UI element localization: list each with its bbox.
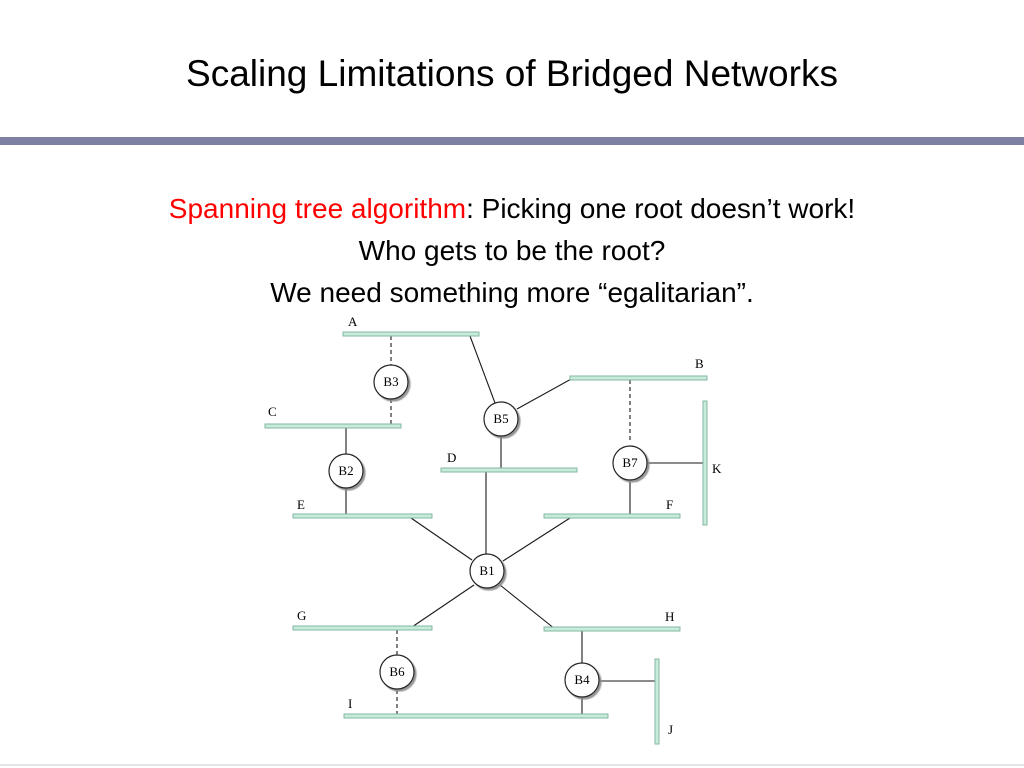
bridge-B3: B3 [373,364,409,400]
bridge-B4-node [564,662,600,698]
slide-body: Spanning tree algorithm: Picking one roo… [0,188,1024,314]
segment-label-G: G [297,608,306,623]
bridge-B4: B4 [564,662,600,698]
bridge-B5: B5 [483,401,519,437]
segment-K [702,400,708,526]
slide-title: Scaling Limitations of Bridged Networks [186,53,838,94]
bridge-B7-node [612,445,648,481]
bridge-label-B3: B3 [383,374,398,389]
link-F-B1 [502,517,571,562]
bridge-B6: B6 [379,654,415,690]
bridge-B6-node [379,654,415,690]
links [345,335,704,715]
bridge-label-B2: B2 [338,463,353,478]
segment-label-H: H [665,609,674,624]
segment-label-J: J [668,722,673,737]
bridge-label-B4: B4 [574,672,590,687]
bridges: B1 B2 B3 B4 B5 B6 [328,364,648,698]
segment-J [654,658,660,745]
segment-label-F: F [666,497,673,512]
bridge-B2: B2 [328,453,364,489]
footer-divider [0,764,1024,766]
bridge-label-B5: B5 [493,411,508,426]
bridge-B2-node [328,453,364,489]
body-line-1-rest: : Picking one root doesn’t work! [466,193,856,224]
segment-label-K: K [712,461,722,476]
bridge-B7: B7 [612,445,648,481]
link-B1-G [411,584,475,628]
link-A-B5 [469,335,496,404]
segment-E [292,513,433,519]
segment-label-I: I [348,696,352,711]
segment-label-B: B [695,356,704,371]
bridge-label-B1: B1 [479,563,494,578]
segment-label-D: D [447,450,456,465]
segment-labels: A B C D E F G H I J K [268,314,722,737]
title-divider [0,137,1024,145]
segment-C [264,423,402,429]
segment-G [292,625,433,631]
link-B1-H [499,584,556,630]
segment-D [440,467,578,473]
segment-H [543,626,681,632]
body-line-1: Spanning tree algorithm: Picking one roo… [0,188,1024,230]
link-B5-B [516,377,574,410]
body-line-2: Who gets to be the root? [358,235,666,266]
bridge-B5-node [483,401,519,437]
bridge-label-B7: B7 [622,455,638,470]
segment-F [543,513,681,519]
bridge-B1: B1 [469,553,505,589]
segment-A [342,331,480,337]
segment-B [569,375,708,381]
body-line-3: We need something more “egalitarian”. [270,277,754,308]
bridge-B1-node [469,553,505,589]
segment-I [343,713,609,719]
segment-label-C: C [268,404,277,419]
bridge-B3-node [373,364,409,400]
segments [264,331,708,745]
bridge-label-B6: B6 [389,664,405,679]
segment-label-E: E [297,497,305,512]
link-E-B1 [410,517,473,561]
segment-label-A: A [348,314,358,329]
highlight-term: Spanning tree algorithm [168,193,467,224]
